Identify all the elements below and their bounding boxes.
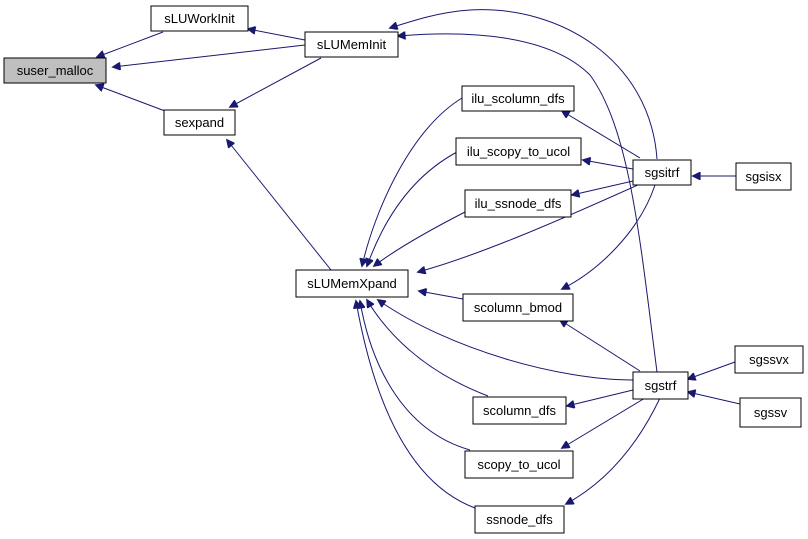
node-label: ilu_scolumn_dfs (471, 91, 565, 106)
edges (96, 9, 741, 509)
node-sluworkinit[interactable]: sLUWorkInit (150, 5, 249, 32)
edge-sgsitrf-to-slumeminit (390, 9, 658, 160)
edge-ilu-scopy-to-ucol-to-slumemxpand (367, 151, 458, 266)
edge-slumeminit-to-sexpand (230, 57, 322, 107)
edge-sgstrf-to-scolumn-dfs (567, 389, 634, 406)
node-ilu-scopy-to-ucol[interactable]: ilu_scopy_to_ucol (455, 137, 582, 166)
edge-slumemxpand-to-sexpand (227, 140, 332, 271)
node-sgstrf[interactable]: sgstrf (632, 371, 689, 400)
node-sgsisx[interactable]: sgsisx (735, 162, 792, 191)
edge-ilu-scolumn-dfs-to-slumemxpand (362, 97, 463, 266)
node-label: sLUMemXpand (307, 276, 397, 291)
node-label: sgssvx (749, 352, 789, 367)
edge-slumeminit-to-sluworkinit (248, 29, 306, 41)
edge-sexpand-to-suser-malloc (96, 85, 166, 112)
node-label: scolumn_dfs (483, 403, 556, 418)
edge-scolumn-dfs-to-slumemxpand (367, 300, 489, 397)
edge-ssnode-dfs-to-slumemxpand (356, 301, 476, 509)
node-ilu-scolumn-dfs[interactable]: ilu_scolumn_dfs (461, 85, 575, 112)
node-sgssvx[interactable]: sgssvx (734, 345, 804, 374)
node-label: sgsitrf (645, 165, 680, 180)
node-label: ilu_scopy_to_ucol (467, 144, 570, 159)
edge-sluworkinit-to-suser-malloc (97, 31, 164, 57)
edge-sgssvx-to-sgstrf (688, 361, 736, 379)
node-scopy-to-ucol[interactable]: scopy_to_ucol (464, 450, 574, 479)
nodes: suser_malloc sLUWorkInit sLUMemInit sexp… (3, 5, 804, 534)
node-label: ssnode_dfs (486, 512, 553, 527)
edge-sgstrf-to-ssnode-dfs (566, 397, 661, 504)
edge-sgstrf-to-scopy-to-ucol (562, 397, 646, 448)
edge-sgssv-to-sgstrf (688, 392, 741, 405)
node-label: suser_malloc (17, 63, 94, 78)
edge-ilu-ssnode-dfs-to-slumemxpand (374, 211, 466, 266)
edge-sgsitrf-to-scolumn-bmod (562, 184, 656, 289)
edge-scolumn-bmod-to-slumemxpand (419, 291, 464, 300)
edge-sgsitrf-to-ilu-scopy-to-ucol (583, 160, 634, 170)
node-sgssv[interactable]: sgssv (739, 397, 802, 428)
edge-scopy-to-ucol-to-slumemxpand (360, 301, 471, 451)
node-scolumn-bmod[interactable]: scolumn_bmod (462, 293, 574, 322)
node-suser-malloc[interactable]: suser_malloc (3, 57, 107, 84)
node-label: sexpand (175, 115, 224, 130)
node-sgsitrf[interactable]: sgsitrf (632, 159, 692, 186)
node-ssnode-dfs[interactable]: ssnode_dfs (474, 505, 565, 534)
edge-sgstrf-to-slumeminit (398, 34, 658, 373)
node-ilu-ssnode-dfs[interactable]: ilu_ssnode_dfs (464, 189, 572, 218)
edge-sgsitrf-to-slumemxpand (418, 183, 641, 272)
node-label: scolumn_bmod (474, 300, 562, 315)
node-label: sLUMemInit (317, 37, 387, 52)
node-slumeminit[interactable]: sLUMemInit (304, 31, 399, 58)
node-label: ilu_ssnode_dfs (475, 196, 562, 211)
node-label: sgstrf (645, 378, 677, 393)
node-label: sgsisx (745, 169, 782, 184)
node-sexpand[interactable]: sexpand (163, 109, 236, 136)
node-label: sLUWorkInit (164, 11, 235, 26)
node-label: scopy_to_ucol (477, 457, 560, 472)
node-scolumn-dfs[interactable]: scolumn_dfs (472, 396, 567, 425)
edge-sgsitrf-to-ilu-ssnode-dfs (572, 180, 634, 195)
edge-slumeminit-to-suser-malloc (113, 44, 306, 67)
node-slumemxpand[interactable]: sLUMemXpand (295, 269, 409, 298)
node-label: sgssv (754, 405, 788, 420)
edge-sgstrf-to-scolumn-bmod (560, 320, 641, 372)
edge-sgsitrf-to-ilu-scolumn-dfs (562, 111, 641, 159)
edge-sgstrf-to-slumemxpand (378, 300, 634, 381)
